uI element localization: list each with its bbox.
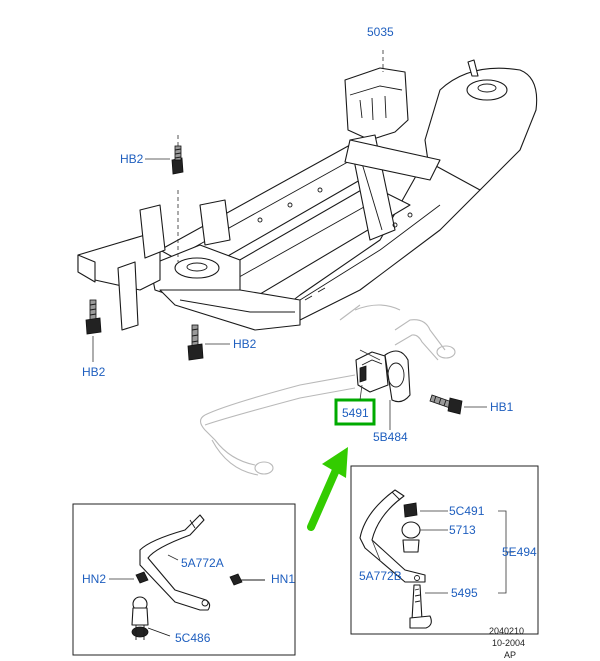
label-ball-joint-5c486: 5C486 (175, 631, 211, 645)
label-bushing-5713: 5713 (449, 523, 476, 537)
label-bolt-hb2-top: HB2 (120, 152, 144, 166)
bolt-hb2-left (85, 299, 102, 335)
inset-right: 5C491 5713 5E494 5A772B 5495 (350, 465, 539, 635)
label-bushing-bracket: 5B484 (373, 430, 408, 444)
highlight-5491: 5491 (334, 384, 376, 426)
green-pointer-arrow (307, 447, 348, 531)
bolt-hb2-center (187, 324, 204, 361)
label-bolt-hb2-center: HB2 (233, 337, 257, 351)
stabilizer-bar-ghost (199, 304, 456, 476)
inset-left: 5A772A HN2 HN1 5C486 (72, 503, 296, 656)
reference-date: 10-2004 (492, 638, 525, 648)
reference-region: AP (504, 650, 516, 660)
label-bolt-hb2-left: HB2 (82, 365, 106, 379)
label-stab-bar-part: 5491 (342, 406, 369, 420)
label-stud-5495: 5495 (451, 586, 478, 600)
label-nut-hn1: HN1 (271, 572, 295, 586)
label-assembly-5e494: 5E494 (502, 545, 537, 559)
label-bolt-hb1: HB1 (490, 400, 514, 414)
reference-number: 2040210 (489, 626, 524, 636)
label-nut-hn2: HN2 (82, 572, 106, 586)
label-subframe: 5035 (367, 25, 394, 39)
subframe-5035 (77, 50, 538, 331)
reference-block: 2040210 10-2004 AP (489, 626, 525, 660)
stabilizer-bushing-assembly (355, 349, 411, 403)
bolt-hb2-top (171, 145, 184, 175)
label-link-5a772a: 5A772A (181, 556, 224, 570)
label-nut-5c491: 5C491 (449, 504, 485, 518)
bolt-hb1 (429, 394, 463, 415)
label-link-5a772b: 5A772B (359, 569, 402, 583)
